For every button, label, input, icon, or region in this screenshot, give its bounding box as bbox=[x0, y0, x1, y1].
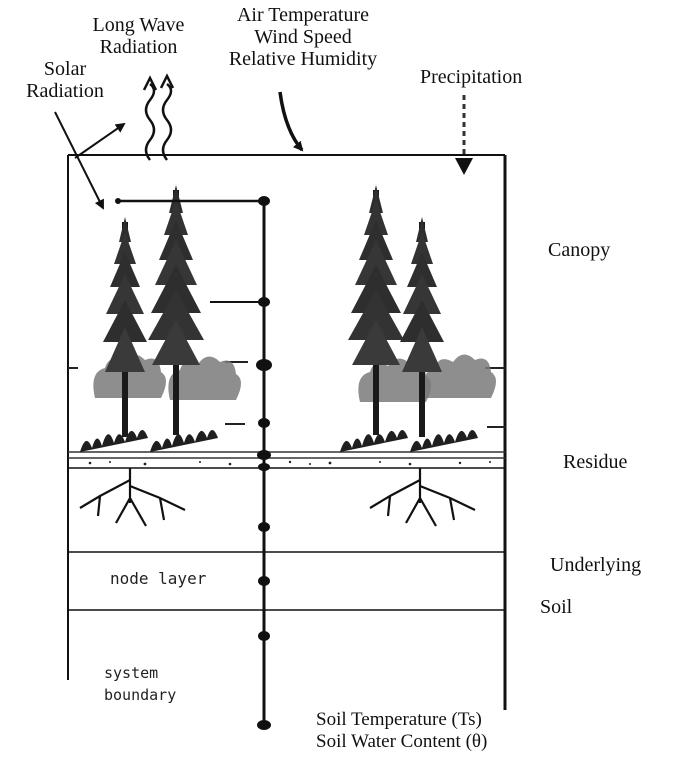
undergrowth bbox=[80, 430, 478, 452]
node bbox=[258, 196, 270, 206]
output-variables-label: Soil Temperature (Ts) Soil Water Content… bbox=[316, 709, 488, 752]
atmosphere-arrow bbox=[278, 91, 304, 152]
node bbox=[257, 720, 271, 730]
node bbox=[258, 463, 270, 471]
residue-band bbox=[88, 460, 491, 466]
precipitation-label: Precipitation bbox=[420, 66, 523, 88]
system-boundary-box bbox=[67, 154, 507, 710]
node bbox=[258, 576, 270, 586]
long-wave-radiation-arrows bbox=[142, 73, 175, 161]
roots bbox=[78, 466, 477, 528]
layer-lines bbox=[68, 451, 505, 611]
node bbox=[258, 631, 270, 641]
precipitation-arrow bbox=[455, 95, 473, 175]
solar-radiation-arrows bbox=[54, 111, 126, 210]
system-boundary-annotation: system boundary bbox=[104, 664, 177, 704]
node bbox=[257, 450, 271, 460]
soil-layer-label: Soil bbox=[540, 596, 573, 618]
node bbox=[258, 418, 270, 428]
residue-layer-label: Residue bbox=[563, 451, 628, 473]
long-wave-radiation-label: Long Wave Radiation bbox=[92, 14, 185, 58]
node bbox=[256, 359, 272, 371]
atmosphere-inputs-label: Air Temperature Wind Speed Relative Humi… bbox=[228, 4, 378, 70]
underlying-layer-label: Underlying bbox=[550, 554, 642, 576]
solar-radiation-label: Solar Radiation bbox=[26, 58, 104, 102]
node bbox=[258, 522, 270, 532]
node bbox=[258, 297, 270, 307]
node-layer-annotation: node layer bbox=[110, 569, 207, 588]
node-column bbox=[115, 196, 272, 730]
canopy-layer-label: Canopy bbox=[548, 239, 611, 261]
